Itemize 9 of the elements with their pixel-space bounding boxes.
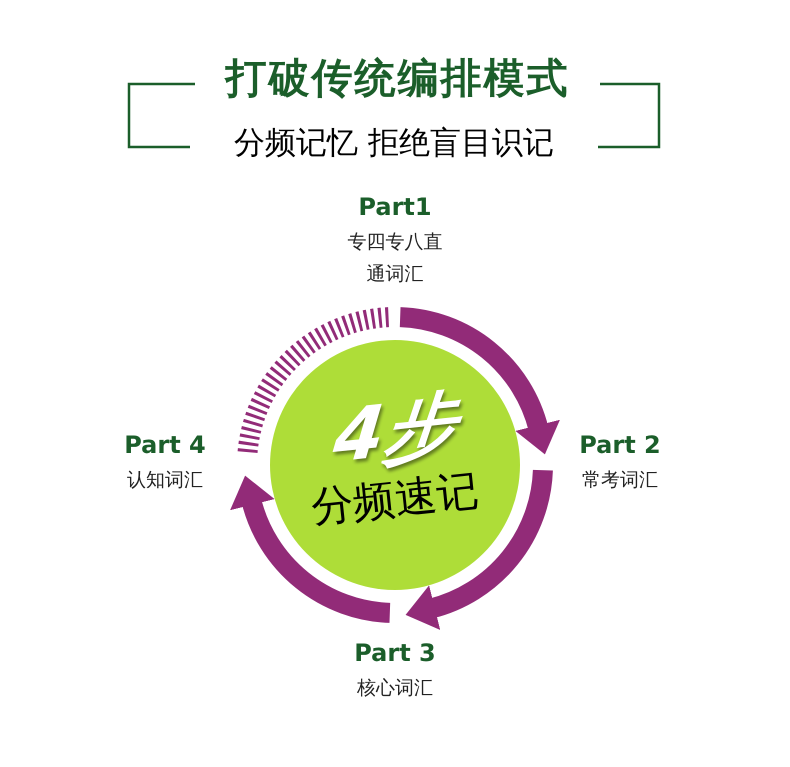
part-heading: Part 2 bbox=[579, 430, 661, 460]
part-description: 认知词汇 bbox=[126, 468, 204, 493]
part-description: 核心词汇 bbox=[356, 676, 434, 701]
part-heading: Part 4 bbox=[124, 430, 206, 460]
part-heading: Part 3 bbox=[354, 638, 436, 668]
part-description: 常考词汇 bbox=[581, 468, 659, 493]
part-description: 专四专八直通词汇 bbox=[346, 230, 444, 287]
part-heading: Part1 bbox=[358, 192, 432, 222]
title: 打破传统编排模式 bbox=[226, 58, 570, 99]
